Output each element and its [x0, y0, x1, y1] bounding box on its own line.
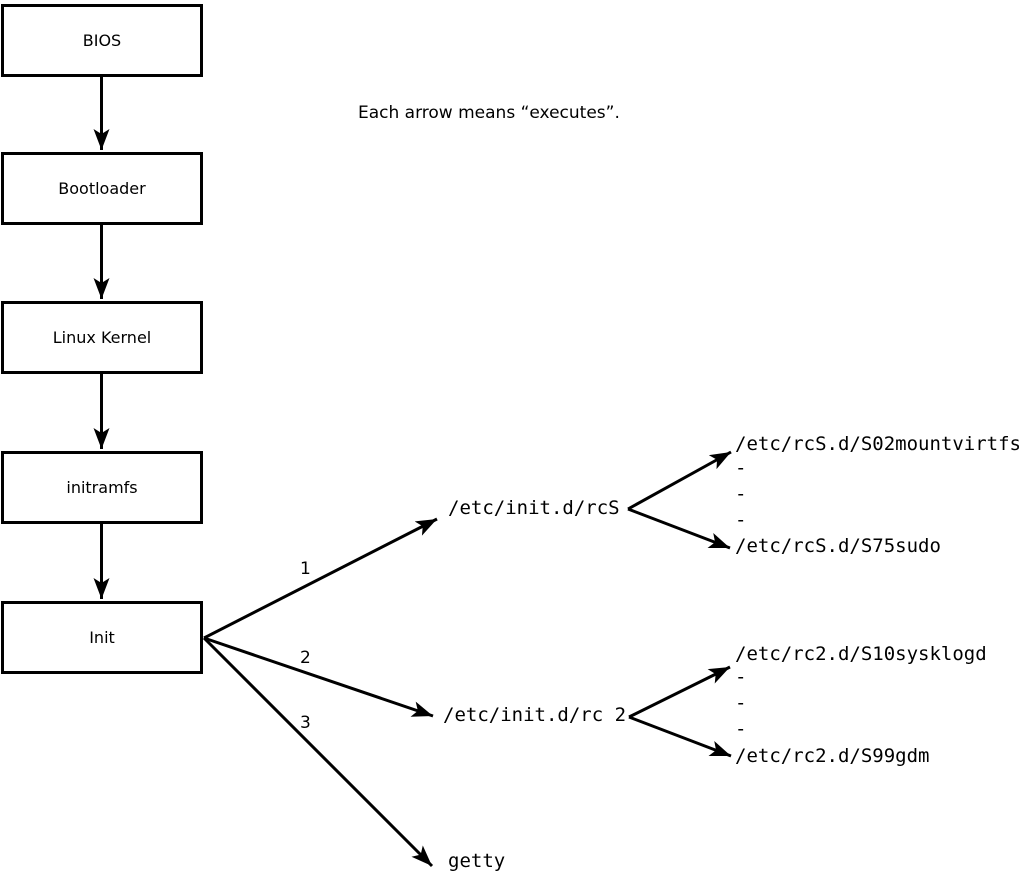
arrow-init-to-rc2	[203, 636, 434, 718]
node-init: Init	[1, 601, 203, 674]
node-bios: BIOS	[1, 4, 203, 77]
legend-note: Each arrow means “executes”.	[358, 103, 620, 123]
rc2-ellipsis-dash: -	[735, 692, 747, 714]
node-bootloader: Bootloader	[1, 152, 203, 225]
node-linux-kernel-label: Linux Kernel	[52, 328, 152, 347]
rcs-script-first: /etc/rcS.d/S02mountvirtfs	[735, 433, 1021, 455]
rc2-script-last: /etc/rc2.d/S99gdm	[735, 745, 930, 767]
arrow-rc2-to-s10sysklogd	[628, 665, 731, 719]
node-init-label: Init	[89, 628, 115, 647]
branch-number-3: 3	[300, 713, 311, 733]
node-linux-kernel: Linux Kernel	[1, 301, 203, 374]
node-bootloader-label: Bootloader	[58, 179, 146, 198]
rc2-script-first: /etc/rc2.d/S10sysklogd	[735, 643, 987, 665]
target-etc-init-d-rc2: /etc/init.d/rc 2	[443, 704, 627, 726]
target-etc-init-d-rcs: /etc/init.d/rcS	[448, 497, 620, 519]
node-bios-label: BIOS	[82, 31, 122, 50]
arrow-init-to-rcs	[203, 517, 438, 640]
target-getty: getty	[448, 850, 506, 872]
node-initramfs-label: initramfs	[66, 478, 138, 497]
arrow-rc2-to-s99gdm	[628, 715, 732, 758]
branch-number-2: 2	[300, 648, 311, 668]
rcs-script-last: /etc/rcS.d/S75sudo	[735, 535, 941, 557]
rc2-ellipsis-dash: -	[735, 718, 747, 740]
arrow-rcs-to-s75sudo	[627, 507, 731, 550]
branch-number-1: 1	[300, 559, 311, 579]
arrow-rcs-to-s02mountvirtfs	[627, 450, 732, 511]
node-initramfs: initramfs	[1, 451, 203, 524]
rcs-ellipsis-dash: -	[735, 509, 747, 531]
rcs-ellipsis-dash: -	[735, 483, 747, 505]
rcs-ellipsis-dash: -	[735, 457, 747, 479]
arrow-init-to-getty	[202, 636, 434, 868]
rc2-ellipsis-dash: -	[735, 666, 747, 688]
